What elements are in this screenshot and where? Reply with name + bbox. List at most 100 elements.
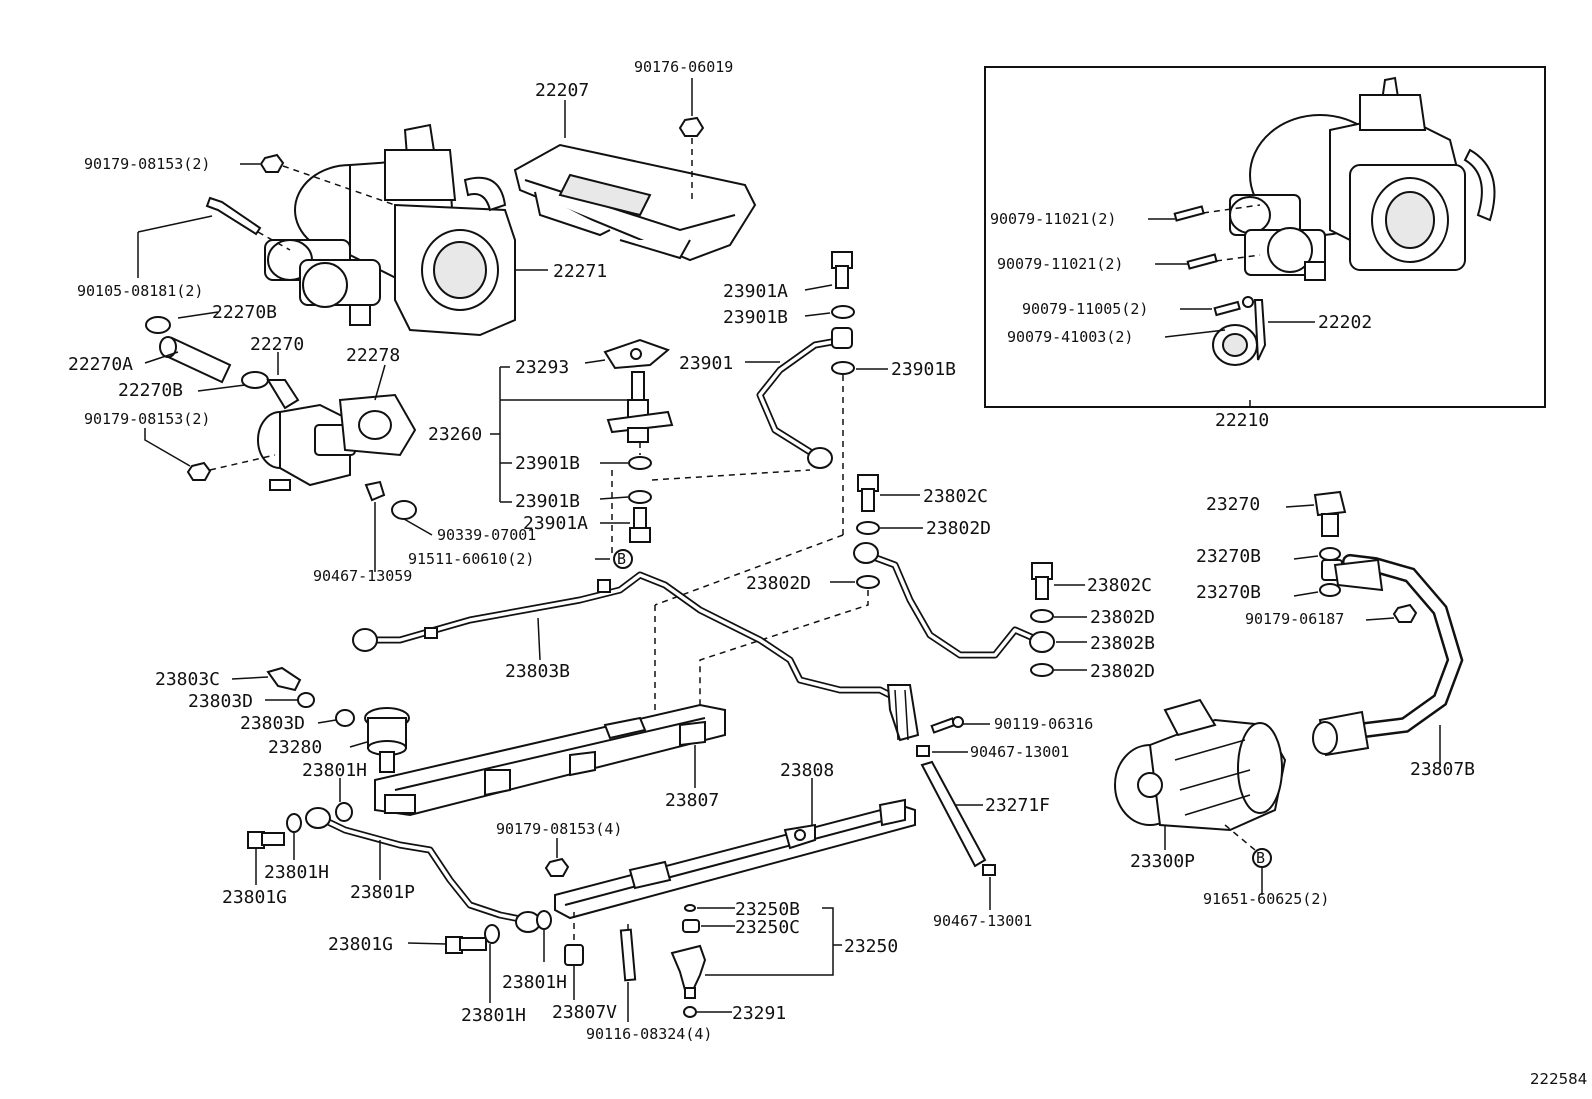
label-23280: 23280 — [268, 737, 322, 758]
clip-90467-13059 — [364, 480, 386, 502]
label-23802C-a: 23802C — [923, 486, 988, 507]
label-23270B-a: 23270B — [1196, 546, 1261, 567]
cap-90339-07001 — [391, 500, 417, 520]
inset-caption-22210: 22210 — [1215, 410, 1269, 431]
gasket-23801H-c — [484, 924, 500, 944]
marker-b-2 — [1252, 848, 1272, 868]
label-90116-08324: 90116-08324(4) — [586, 1025, 712, 1043]
throttle-body-22271 — [264, 123, 516, 337]
bolt-23901A-b — [629, 507, 651, 543]
label-23807: 23807 — [665, 790, 719, 811]
label-23270B-b: 23270B — [1196, 582, 1261, 603]
washer-23901B-d — [628, 490, 652, 504]
gasket-23293 — [603, 338, 670, 370]
label-23901A-a: 23901A — [723, 281, 788, 302]
label-23801P: 23801P — [350, 882, 415, 903]
insulator-23250C — [682, 919, 700, 933]
label-90179-08153-top: 90179-08153(2) — [84, 155, 210, 173]
label-23808: 23808 — [780, 760, 834, 781]
label-90179-06187: 90179-06187 — [1245, 610, 1344, 628]
union-bolt-23801G-a — [247, 831, 285, 849]
washer-23802D-d — [1030, 663, 1054, 677]
label-23901B-b: 23901B — [891, 359, 956, 380]
pipe-23901 — [756, 327, 853, 469]
label-90467-13001-b: 90467-13001 — [933, 912, 1032, 930]
label-23801H-a: 23801H — [302, 760, 367, 781]
label-23801H-c: 23801H — [502, 972, 567, 993]
hose-22270A — [159, 336, 232, 384]
label-90119-06316: 90119-06316 — [994, 715, 1093, 733]
label-90467-13001-a: 90467-13001 — [970, 743, 1069, 761]
label-23901B-c: 23901B — [515, 453, 580, 474]
union-bolt-23801G-b — [445, 936, 487, 954]
label-23901B-a: 23901B — [723, 307, 788, 328]
washer-23802D-c — [1030, 609, 1054, 623]
union-23803C — [266, 666, 302, 692]
stud-90116-08324 — [619, 928, 637, 982]
label-23803C: 23803C — [155, 669, 220, 690]
clip-90467-13001-a — [916, 745, 930, 757]
label-90179-08153-bot: 90179-08153(4) — [496, 820, 622, 838]
union-bolt-23901A-a — [831, 251, 853, 289]
damper-23260 — [606, 371, 674, 443]
nut-90179-08153-top — [259, 153, 285, 173]
label-23802C-b: 23802C — [1087, 575, 1152, 596]
label-90079-11021-a: 90079-11021(2) — [990, 210, 1116, 228]
hose-23271F — [920, 760, 987, 868]
inset-screws — [1173, 205, 1254, 317]
union-bolt-23802C-b — [1031, 562, 1053, 600]
washer-23901B-a — [831, 305, 855, 319]
inset-throttle-body-drawing — [1229, 76, 1496, 281]
label-23250: 23250 — [844, 936, 898, 957]
injector-23250 — [670, 944, 707, 999]
label-22207: 22207 — [535, 80, 589, 101]
washer-23803D-b — [335, 709, 355, 727]
label-23801G-b: 23801G — [328, 934, 393, 955]
bolt-90179-06187 — [1392, 603, 1418, 623]
washer-23803D-a — [297, 692, 315, 708]
label-23300P: 23300P — [1130, 851, 1195, 872]
gasket-23801H-d — [536, 910, 552, 930]
washer-23802D-b — [856, 575, 880, 589]
washer-23802D-a — [856, 521, 880, 535]
hose-23807B — [1312, 554, 1464, 757]
pipe-23802B — [853, 542, 1055, 659]
pipe-23803B — [352, 571, 920, 742]
label-23291: 23291 — [732, 1003, 786, 1024]
nut-90176-06019 — [678, 116, 705, 137]
marker-b-2-text: B — [1256, 849, 1265, 867]
fuel-filter-23300P — [1114, 698, 1287, 832]
label-23901: 23901 — [679, 353, 733, 374]
nut-90179-08153-bot — [544, 857, 570, 877]
label-23901B-d: 23901B — [515, 491, 580, 512]
label-23260: 23260 — [428, 424, 482, 445]
label-23802B: 23802B — [1090, 633, 1155, 654]
label-90079-41003: 90079-41003(2) — [1007, 328, 1133, 346]
label-23807V: 23807V — [552, 1002, 617, 1023]
label-23801H-b: 23801H — [264, 862, 329, 883]
label-23250C: 23250C — [735, 917, 800, 938]
label-23802D-c: 23802D — [1090, 607, 1155, 628]
pipe-23801P — [305, 807, 541, 933]
label-23802D-a: 23802D — [926, 518, 991, 539]
regulator-23280 — [364, 707, 410, 773]
label-90179-08153-mid: 90179-08153(2) — [84, 410, 210, 428]
label-23293: 23293 — [515, 357, 569, 378]
bolt-90119-06316 — [930, 716, 964, 734]
label-23802D-d: 23802D — [1090, 661, 1155, 682]
label-90467-13059: 90467-13059 — [313, 567, 412, 585]
label-22271: 22271 — [553, 261, 607, 282]
hose-22270 — [266, 379, 300, 410]
washer-23901B-b — [831, 361, 855, 375]
o-ring-23291 — [683, 1006, 697, 1018]
delivery-rail-23808 — [554, 798, 916, 920]
label-22270A: 22270A — [68, 354, 133, 375]
label-23801G-a: 23801G — [222, 887, 287, 908]
delivery-rail-23807 — [374, 703, 726, 817]
nut-90179-08153-mid — [186, 461, 212, 481]
label-91511-60610: 91511-60610(2) — [408, 550, 534, 568]
union-bolt-23802C-a — [857, 474, 879, 512]
label-23901A-b: 23901A — [523, 513, 588, 534]
label-23802D-b: 23802D — [746, 573, 811, 594]
